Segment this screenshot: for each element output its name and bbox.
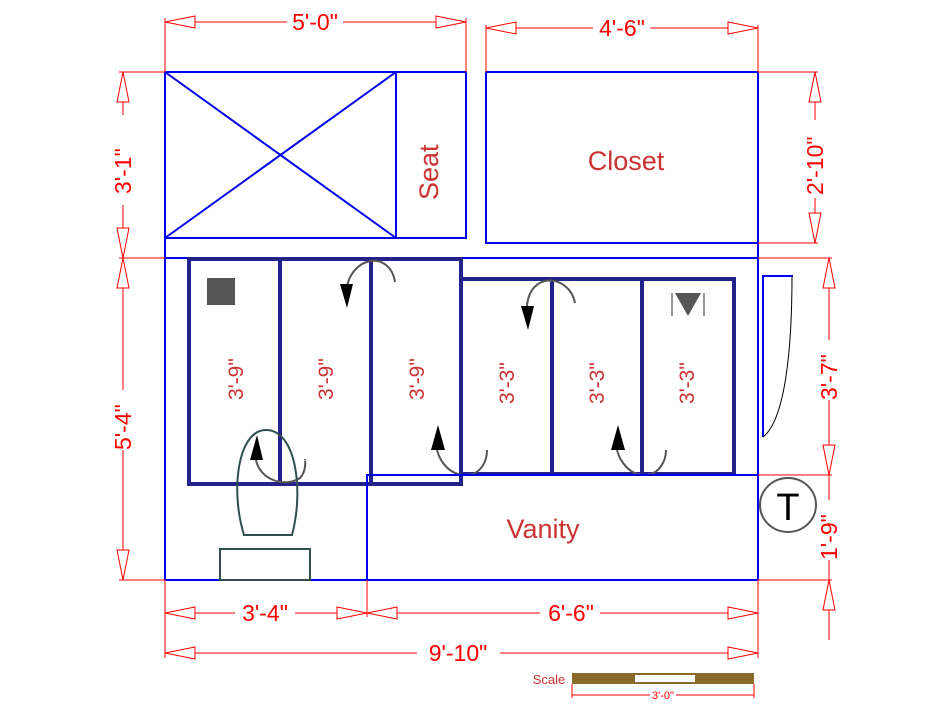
stall-3-depth: 3'-9"	[406, 358, 429, 400]
dim-bottom-left-label: 3'-4"	[242, 600, 288, 626]
towel-icon: T	[759, 477, 817, 533]
dim-bottom-right-label: 6'-6"	[548, 600, 594, 626]
vanity	[366, 474, 759, 581]
dim-top-right	[485, 21, 759, 72]
scale-length: 3'-0"	[652, 690, 674, 702]
scale-bar	[571, 673, 755, 698]
closet	[485, 71, 759, 244]
stall-5-depth: 3'-3"	[586, 362, 609, 404]
dim-right-closet-label: 2'-10"	[802, 136, 828, 195]
stall-2-depth: 3'-9"	[315, 358, 338, 400]
vent-icon	[671, 293, 705, 316]
stall-group	[187, 257, 736, 486]
right-door-icon	[762, 275, 793, 438]
scale-label: Scale	[533, 672, 566, 687]
stall-6-depth: 3'-3"	[676, 362, 699, 404]
toilet-icon	[219, 428, 311, 581]
closet-label: Closet	[588, 146, 665, 176]
dim-top-right-label: 4'-6"	[599, 15, 645, 41]
dim-left-upper-label: 3'-1"	[110, 148, 136, 194]
dim-right-lower	[758, 475, 836, 640]
dim-bottom-overall	[164, 646, 759, 660]
stall-1-depth: 3'-9"	[225, 358, 248, 400]
shower-area	[164, 71, 467, 239]
dim-right-mid	[758, 257, 836, 476]
dim-right-closet	[758, 71, 822, 244]
dim-overall-label: 9'-10"	[429, 640, 488, 666]
drain-icon	[207, 278, 235, 305]
dim-bottom-split	[164, 580, 759, 658]
dim-left-lower-label: 5'-4"	[110, 404, 136, 450]
dim-top-left	[164, 15, 467, 72]
dim-left-lower	[116, 257, 165, 581]
seat-label: Seat	[414, 144, 444, 200]
vanity-label: Vanity	[506, 514, 580, 544]
towel-symbol: T	[776, 487, 799, 529]
dim-right-lower-label: 1'-9"	[816, 514, 842, 560]
dim-right-mid-label: 3'-7"	[816, 354, 842, 400]
dim-left-upper	[116, 71, 165, 259]
stall-4-depth: 3'-3"	[496, 362, 519, 404]
dim-top-left-label: 5'-0"	[292, 9, 338, 35]
